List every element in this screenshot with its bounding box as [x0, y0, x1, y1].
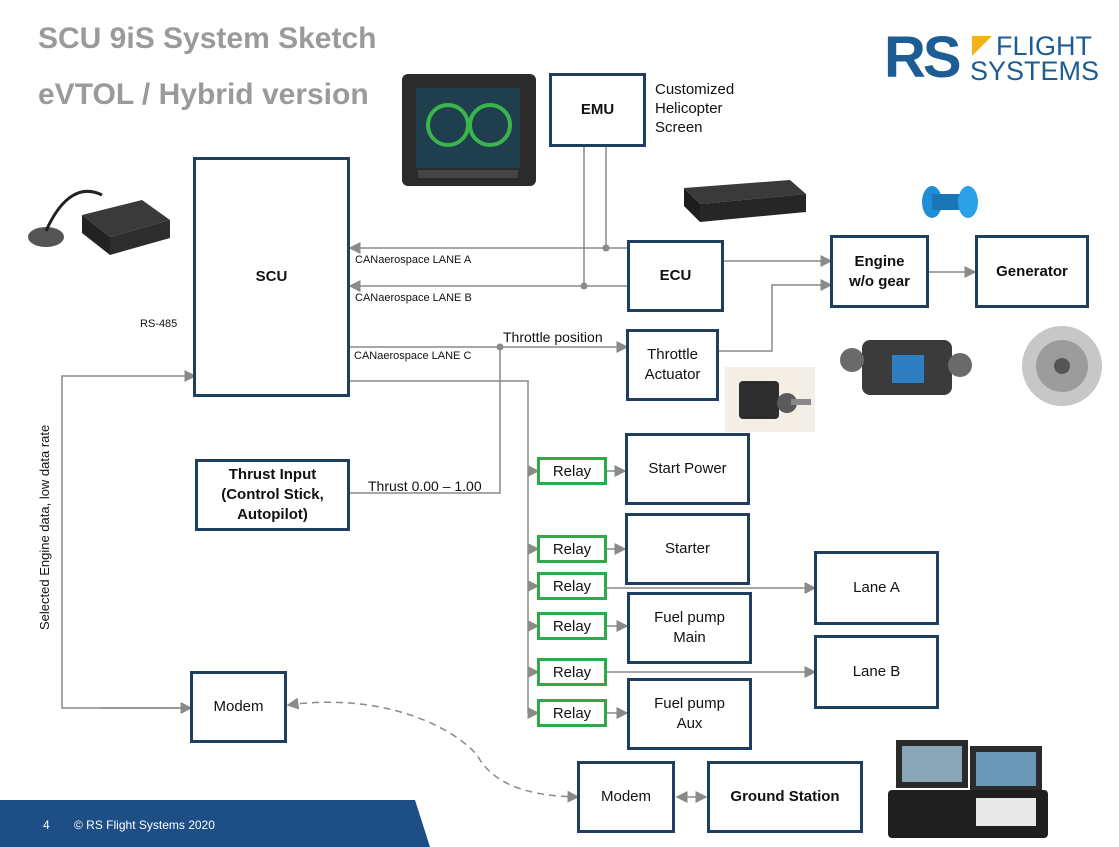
rs485-label: RS-485	[140, 318, 178, 330]
modem-right-block: Modem	[577, 761, 675, 833]
throttle-actuator-block: Throttle Actuator	[626, 329, 719, 401]
logo-mark: RS	[884, 25, 962, 90]
relay-fuel-pump-aux: Relay	[537, 699, 607, 727]
page-title: SCU 9iS System Sketch	[38, 22, 377, 55]
coupling-image	[922, 186, 978, 218]
footer-bar	[0, 800, 430, 847]
rs-flight-systems-logo: RS FLIGHT SYSTEMS	[884, 25, 1104, 90]
footer-copyright: © RS Flight Systems 2020	[74, 818, 215, 832]
helicopter-screen-image	[402, 74, 536, 186]
start-power-block: Start Power	[625, 433, 750, 505]
relay-lane-a: Relay	[537, 572, 607, 600]
can-lane-b-label: CANaerospace LANE B	[355, 292, 472, 304]
relay-start-power: Relay	[537, 457, 607, 485]
generator-block: Generator	[975, 235, 1089, 308]
relay-lane-b: Relay	[537, 658, 607, 686]
page-number: 4	[43, 818, 50, 832]
modem-left-block: Modem	[190, 671, 287, 743]
screen-caption: Customized Helicopter Screen	[655, 81, 735, 136]
starter-block: Starter	[625, 513, 750, 585]
throttle-actuator-image	[725, 367, 815, 432]
fuel-pump-main-block: Fuel pump Main	[627, 592, 752, 664]
engine-data-label: Selected Engine data, low data rate	[37, 424, 52, 630]
thrust-input-block: Thrust Input (Control Stick, Autopilot)	[195, 459, 350, 531]
throttle-position-label: Throttle position	[503, 329, 603, 345]
page-subtitle: eVTOL / Hybrid version	[38, 78, 369, 111]
logo-triangle-icon	[972, 36, 992, 56]
relay-starter: Relay	[537, 535, 607, 563]
logo-line1: FLIGHT	[996, 31, 1093, 61]
can-lane-a-label: CANaerospace LANE A	[355, 254, 472, 266]
thrust-range-label: Thrust 0.00 – 1.00	[368, 478, 482, 494]
engine-block: Engine w/o gear	[830, 235, 929, 308]
scu-block: SCU	[193, 157, 350, 397]
fuel-pump-aux-block: Fuel pump Aux	[627, 678, 752, 750]
emu-block: EMU	[549, 73, 646, 147]
scu-unit-image	[28, 189, 170, 255]
lane-a-block: Lane A	[814, 551, 939, 625]
can-lane-c-label: CANaerospace LANE C	[354, 350, 472, 362]
ecu-block: ECU	[627, 240, 724, 312]
ecu-unit-image	[684, 180, 806, 222]
lane-b-block: Lane B	[814, 635, 939, 709]
generator-image	[1022, 326, 1102, 406]
logo-line2: SYSTEMS	[970, 56, 1100, 86]
relay-fuel-pump-main: Relay	[537, 612, 607, 640]
ground-station-image	[888, 740, 1048, 838]
engine-image	[840, 340, 972, 395]
ground-station-block: Ground Station	[707, 761, 863, 833]
